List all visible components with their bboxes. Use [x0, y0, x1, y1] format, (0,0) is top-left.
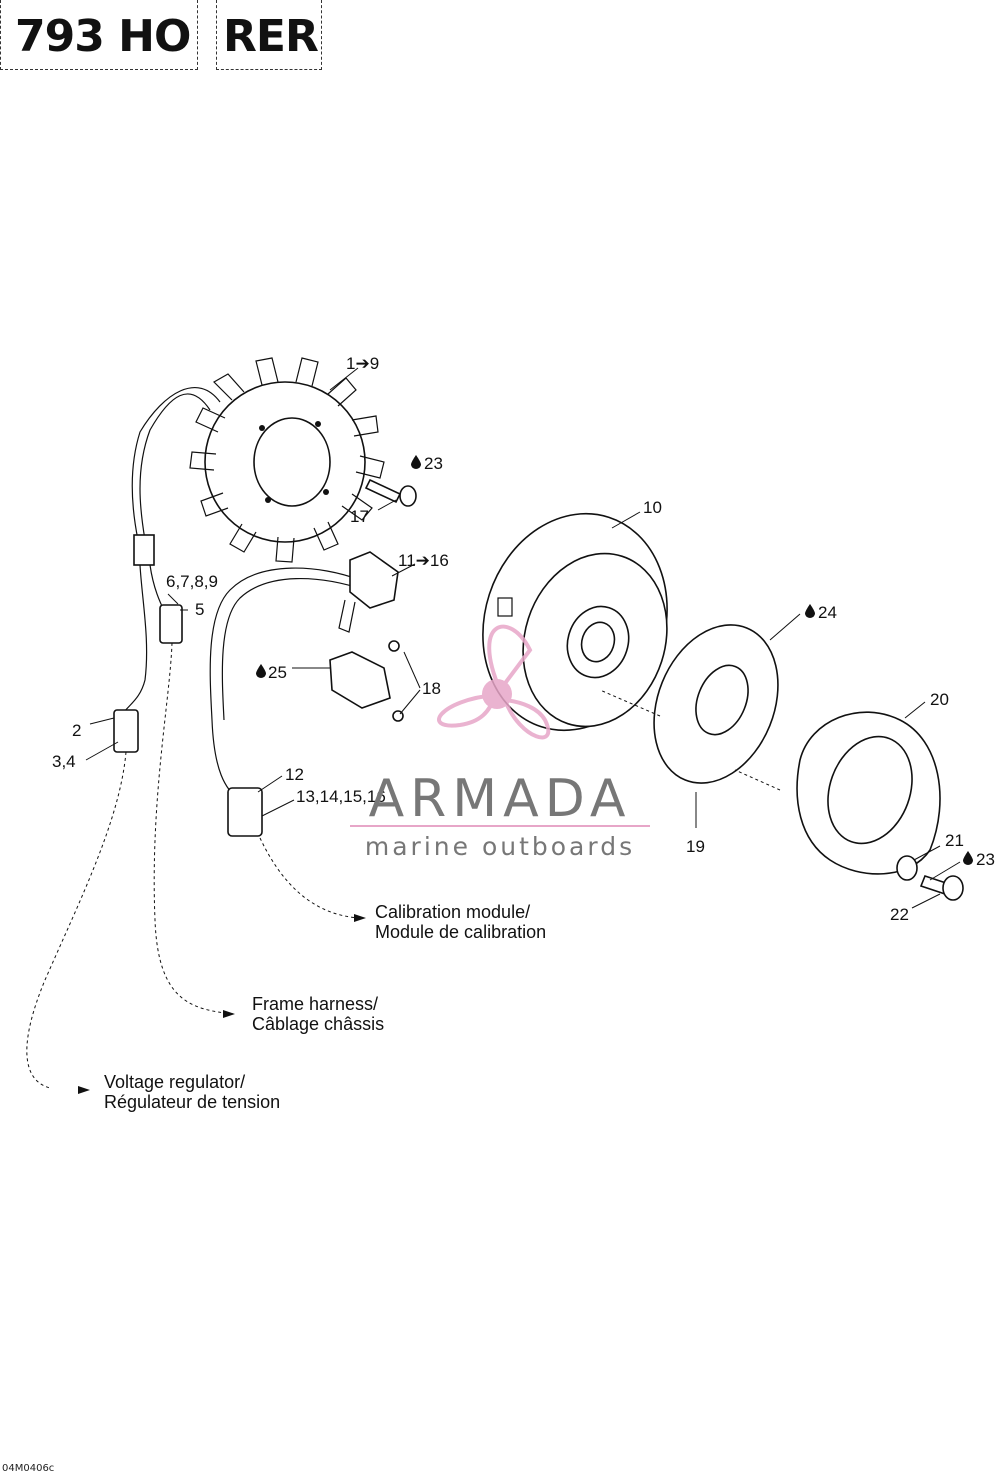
- sealant-drop-icon: [805, 604, 815, 618]
- watermark-tagline: marine outboards: [365, 832, 635, 861]
- bolt-22[interactable]: [919, 875, 964, 901]
- calibration-label-fr: Module de calibration: [375, 922, 546, 942]
- flywheel-part[interactable]: [455, 490, 694, 755]
- ring-plate-part[interactable]: [632, 606, 801, 802]
- dest-arrow-frame: [223, 1010, 235, 1018]
- bolt-17[interactable]: [364, 478, 417, 507]
- wiring-harness: [26, 534, 361, 1089]
- watermark-brand: ARMADA: [369, 769, 632, 829]
- stator-part[interactable]: [131, 357, 385, 563]
- axis-line: [734, 769, 781, 791]
- callout-20: 20: [930, 690, 949, 709]
- watermark-propeller-icon: [437, 624, 551, 740]
- callout-25: 25: [268, 663, 287, 682]
- frame-harness-label-fr: Câblage châssis: [252, 1014, 384, 1034]
- system-label: RER: [216, 0, 322, 70]
- voltage-regulator-label-fr: Régulateur de tension: [104, 1092, 280, 1112]
- sealant-drop-icon: [963, 851, 973, 865]
- callout-24: 24: [818, 603, 837, 622]
- callout-2: 2: [72, 721, 81, 740]
- axis-line: [599, 689, 661, 717]
- voltage-regulator-label-en: Voltage regulator/: [104, 1072, 245, 1092]
- dest-arrow-voltage: [78, 1086, 90, 1094]
- leader-lines: [85, 367, 961, 909]
- callout-10: 10: [643, 498, 662, 517]
- callout-11-16: 11➔16: [398, 551, 449, 570]
- callout-3-4: 3,4: [52, 752, 76, 771]
- sealant-drop-icon: [411, 455, 421, 469]
- starter-cup-part[interactable]: [796, 711, 941, 875]
- callout-21: 21: [945, 831, 964, 850]
- drawing-code: 04M0406c: [2, 1463, 55, 1474]
- callout-17: 17: [350, 507, 369, 526]
- sealant-drop-icon: [256, 664, 266, 678]
- callout-23-top: 23: [424, 454, 443, 473]
- callout-13-16: 13,14,15,16: [296, 787, 386, 806]
- washer-21[interactable]: [896, 855, 918, 881]
- callout-12: 12: [285, 765, 304, 784]
- frame-harness-label-en: Frame harness/: [252, 994, 378, 1014]
- callout-1-9: 1➔9: [346, 354, 379, 373]
- callout-23-bottom: 23: [976, 850, 995, 869]
- callout-6-9: 6,7,8,9: [166, 572, 218, 591]
- callout-5: 5: [195, 600, 204, 619]
- callout-19: 19: [686, 837, 705, 856]
- dest-arrow-calibration: [354, 914, 366, 922]
- calibration-label-en: Calibration module/: [375, 902, 530, 922]
- trigger-coil-harness[interactable]: [209, 551, 404, 837]
- callout-18: 18: [422, 679, 441, 698]
- callout-22: 22: [890, 905, 909, 924]
- model-label: 793 HO: [0, 0, 198, 70]
